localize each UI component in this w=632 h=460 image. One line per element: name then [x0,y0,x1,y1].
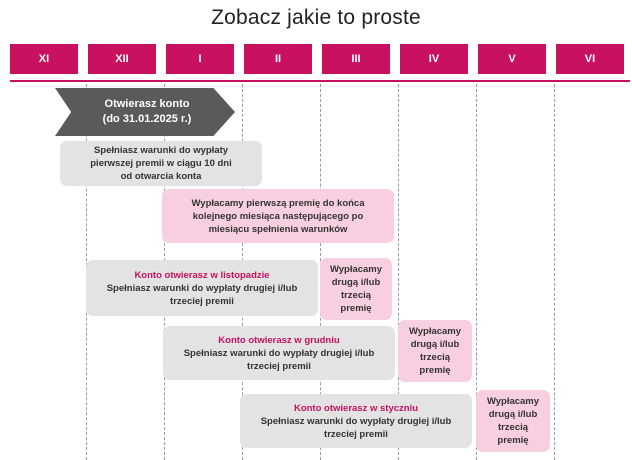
january-payout-line-3: trzecią [497,422,529,433]
november-payout-box: Wypłacamy drugą i/lub trzecią premię [320,258,392,320]
first-payout-line-2: kolejnego miesiąca następującego po [192,210,364,222]
arrow-line-1: Otwierasz konto [104,98,190,110]
month-header-xi: XI [10,44,78,74]
month-header-ii: II [244,44,312,74]
january-line-2: trzeciej premii [324,428,388,440]
grid-line [476,84,477,460]
december-payout-line-4: premię [419,365,451,376]
december-payout-line-2: drugą i/lub [410,339,460,350]
january-line-1: Spełniasz warunki do wypłaty drugiej i/l… [260,415,452,427]
timeline-axis [10,80,630,82]
january-payout-line-1: Wypłacamy [486,396,540,407]
page-title: Zobacz jakie to proste [211,6,421,29]
first-payout-line-3: miesiącu spełnienia warunków [208,223,348,235]
december-line-2: trzeciej premii [247,360,311,372]
november-payout-line-2: drugą i/lub [331,277,381,288]
november-payout-line-3: trzecią [340,290,372,301]
december-condition-box: Konto otwierasz w grudniu Spełniasz waru… [163,326,395,380]
january-payout-box: Wypłacamy drugą i/lub trzecią premię [476,390,550,452]
arrow-line-2: (do 31.01.2025 r.) [102,113,192,125]
december-line-1: Spełniasz warunki do wypłaty drugiej i/l… [183,347,375,359]
january-heading: Konto otwierasz w styczniu [293,402,419,414]
november-condition-box: Konto otwierasz w listopadzie Spełniasz … [86,260,318,316]
month-header-iii: III [322,44,390,74]
january-condition-box: Konto otwierasz w styczniu Spełniasz war… [240,394,472,448]
grid-line [398,84,399,460]
month-header-xii: XII [88,44,156,74]
grid-line [554,84,555,460]
first-payout-line-1: Wypłacamy pierwszą premię do końca [191,197,365,209]
december-heading: Konto otwierasz w grudniu [218,334,340,346]
november-payout-line-1: Wypłacamy [329,264,383,275]
month-header-iv: IV [400,44,468,74]
november-payout-line-4: premię [340,303,372,314]
november-line-2: trzeciej premii [170,295,234,307]
january-payout-line-2: drugą i/lub [488,409,538,420]
december-payout-box: Wypłacamy drugą i/lub trzecią premię [398,320,472,382]
account-opening-arrow [55,88,235,136]
first-condition-line-2: pierwszej premii w ciągu 10 dni [90,158,232,169]
first-condition-box: Spełniasz warunki do wypłaty pierwszej p… [60,141,262,186]
first-condition-line-3: od otwarcia konta [120,171,202,182]
december-payout-line-1: Wypłacamy [408,326,462,337]
first-payout-box: Wypłacamy pierwszą premię do końca kolej… [162,189,394,243]
january-payout-line-4: premię [497,435,529,446]
november-line-1: Spełniasz warunki do wypłaty drugiej i/l… [106,282,298,294]
month-header-v: V [478,44,546,74]
account-opening-label: Otwierasz konto (do 31.01.2025 r.) [72,88,222,136]
month-header-vi: VI [556,44,624,74]
month-header-i: I [166,44,234,74]
first-condition-line-1: Spełniasz warunki do wypłaty [93,145,229,156]
november-heading: Konto otwierasz w listopadzie [134,269,270,281]
december-payout-line-3: trzecią [419,352,451,363]
